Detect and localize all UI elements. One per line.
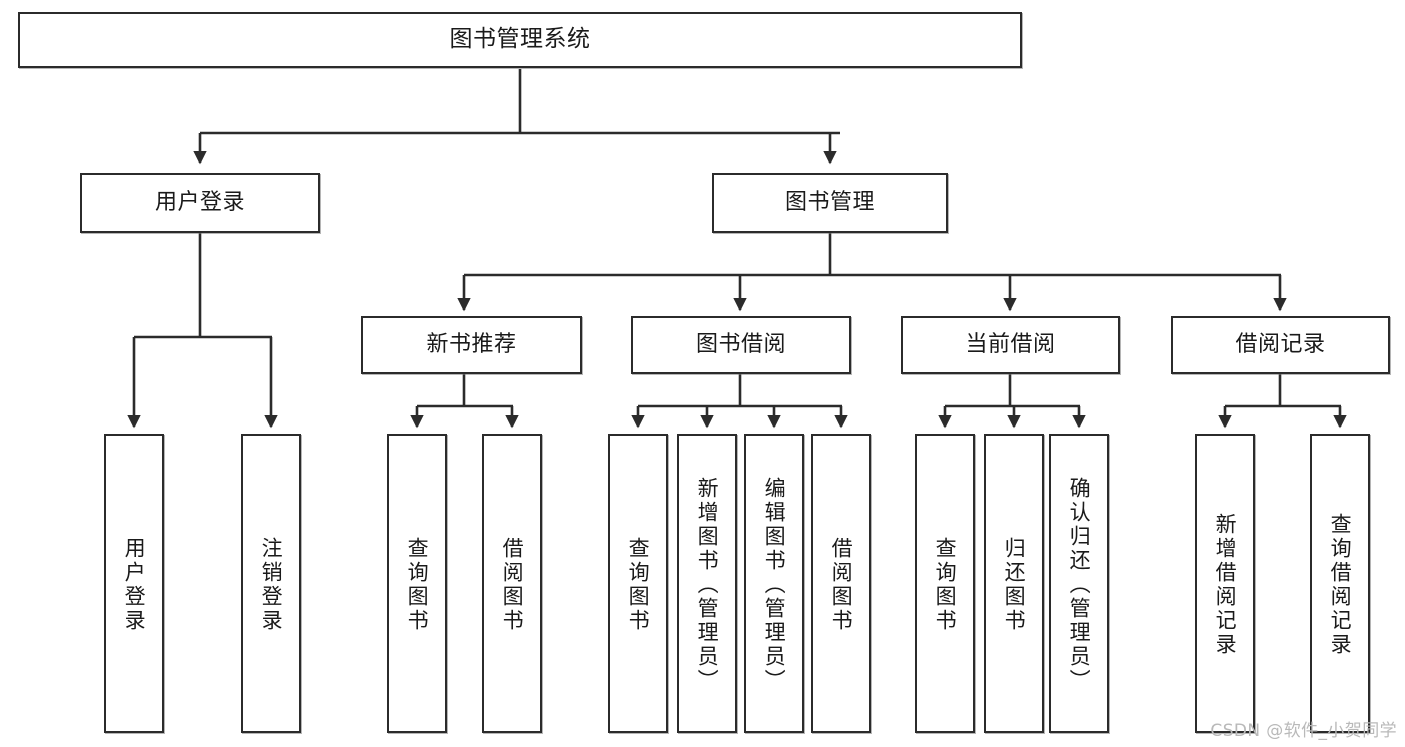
node-label: 用户登录	[122, 536, 147, 633]
node-label: 图书管理	[784, 190, 875, 216]
node-label: 查询借阅记录	[1328, 512, 1353, 657]
leaf-borrow-book-recommend[interactable]: 借阅图书	[482, 434, 542, 733]
node-book-borrow[interactable]: 图书借阅	[631, 316, 851, 374]
node-new-book-recommend[interactable]: 新书推荐	[361, 316, 582, 374]
leaf-return-book[interactable]: 归还图书	[984, 434, 1044, 733]
node-label: 当前借阅	[965, 332, 1056, 358]
node-book-management[interactable]: 图书管理	[712, 173, 948, 233]
leaf-query-book-recommend[interactable]: 查询图书	[387, 434, 447, 733]
node-current-borrow[interactable]: 当前借阅	[901, 316, 1120, 374]
node-label: 借阅记录	[1235, 332, 1326, 358]
node-label: 注销登录	[259, 536, 284, 633]
node-borrow-record[interactable]: 借阅记录	[1171, 316, 1390, 374]
leaf-query-book-current[interactable]: 查询图书	[915, 434, 975, 733]
node-label: 图书管理系统	[449, 26, 591, 53]
node-label: 编辑图书（管理员）	[762, 476, 787, 693]
node-label: 查询图书	[626, 536, 651, 633]
node-label: 查询图书	[933, 536, 958, 633]
node-label: 新书推荐	[426, 332, 517, 358]
node-label: 归还图书	[1002, 536, 1027, 633]
node-label: 图书借阅	[695, 332, 786, 358]
node-label: 新增借阅记录	[1213, 512, 1238, 657]
node-user-login[interactable]: 用户登录	[80, 173, 320, 233]
leaf-user-login[interactable]: 用户登录	[104, 434, 164, 733]
leaf-query-book-borrow[interactable]: 查询图书	[608, 434, 668, 733]
leaf-borrow-book[interactable]: 借阅图书	[811, 434, 871, 733]
node-root-system[interactable]: 图书管理系统	[18, 12, 1022, 68]
node-label: 查询图书	[405, 536, 430, 633]
leaf-add-borrow-record[interactable]: 新增借阅记录	[1195, 434, 1255, 733]
node-label: 用户登录	[154, 190, 245, 216]
leaf-add-book-admin[interactable]: 新增图书（管理员）	[677, 434, 737, 733]
leaf-confirm-return-admin[interactable]: 确认归还（管理员）	[1049, 434, 1109, 733]
node-label: 借阅图书	[829, 536, 854, 633]
leaf-query-borrow-record[interactable]: 查询借阅记录	[1310, 434, 1370, 733]
node-label: 确认归还（管理员）	[1067, 476, 1092, 693]
node-label: 借阅图书	[500, 536, 525, 633]
leaf-logout[interactable]: 注销登录	[241, 434, 301, 733]
watermark-text: CSDN @软件_小贺同学	[1210, 721, 1397, 741]
node-label: 新增图书（管理员）	[695, 476, 720, 693]
leaf-edit-book-admin[interactable]: 编辑图书（管理员）	[744, 434, 804, 733]
